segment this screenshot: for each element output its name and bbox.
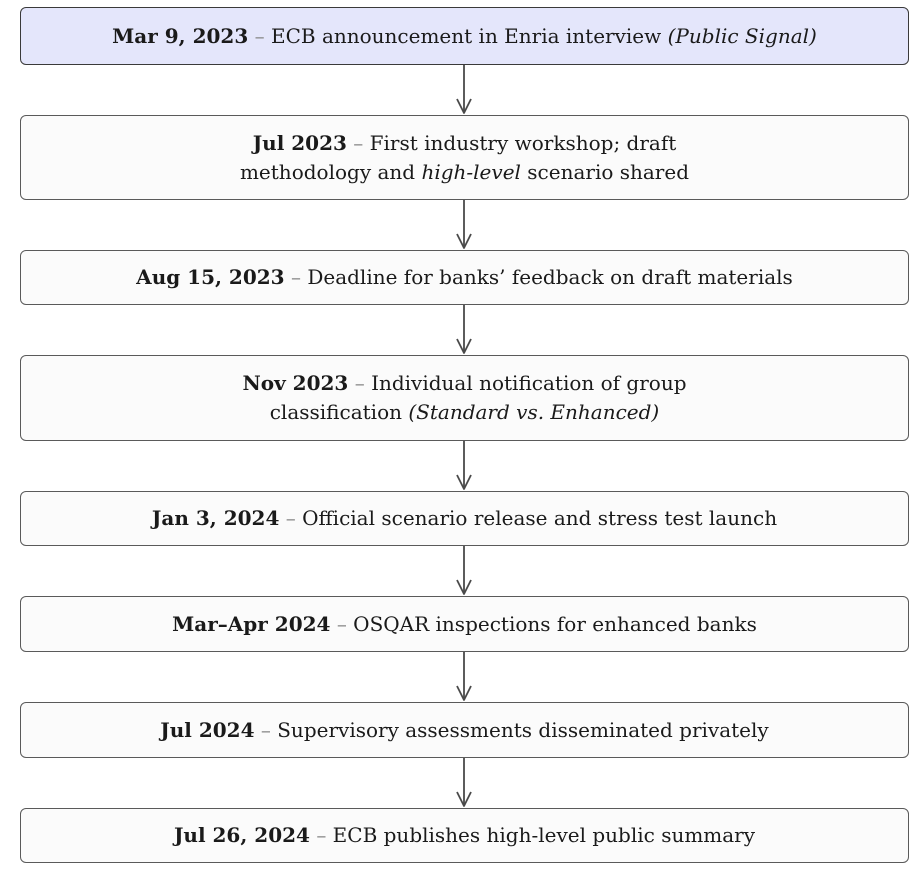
timeline-step-nov-2023: Nov 2023 – Individual notification of gr… (20, 355, 909, 441)
timeline-date: Jan 3, 2024 (151, 506, 280, 530)
timeline-step-line: Mar–Apr 2024 – OSQAR inspections for enh… (172, 610, 757, 639)
timeline-step-text: Mar 9, 2023 – ECB announcement in Enria … (112, 22, 817, 51)
timeline-description-text: methodology and (239, 159, 422, 184)
timeline-emphasis-text: high-level (421, 159, 521, 184)
timeline-step-jul-2023: Jul 2023 – First industry workshop; draf… (20, 115, 909, 200)
timeline-step-line: classification (Standard vs. Enhanced) (242, 398, 686, 427)
timeline-description-text: Official scenario release and stress tes… (302, 506, 778, 530)
down-arrow-icon (454, 200, 474, 250)
timeline-description-text: Deadline for banks’ feedback on draft ma… (307, 265, 793, 289)
timeline-description-text: First industry workshop; draft (369, 130, 677, 155)
down-arrow-icon (454, 441, 474, 491)
timeline-separator: – (353, 130, 364, 155)
timeline-separator: – (336, 611, 347, 636)
timeline-step-text: Aug 15, 2023 – Deadline for banks’ feedb… (136, 263, 793, 292)
timeline-date: Jul 2023 (252, 130, 347, 155)
timeline-date: Jul 2024 (160, 717, 255, 742)
timeline-step-text: Jul 2024 – Supervisory assessments disse… (160, 716, 768, 745)
timeline-separator: – (254, 23, 265, 48)
timeline-step-mar-apr-2024: Mar–Apr 2024 – OSQAR inspections for enh… (20, 596, 909, 652)
timeline-step-line: methodology and high-level scenario shar… (240, 158, 689, 187)
timeline-step-jul-26-2024: Jul 26, 2024 – ECB publishes high-level … (20, 808, 909, 863)
timeline-date: Jul 26, 2024 (173, 823, 310, 847)
timeline-step-text: Jul 2023 – First industry workshop; draf… (240, 129, 689, 187)
timeline-step-line: Aug 15, 2023 – Deadline for banks’ feedb… (136, 263, 793, 292)
timeline-separator: – (260, 717, 271, 742)
timeline-step-line: Jan 3, 2024 – Official scenario release … (152, 504, 777, 533)
timeline-step-line: Jul 2024 – Supervisory assessments disse… (160, 716, 768, 745)
timeline-step-line: Jul 2023 – First industry workshop; draf… (240, 129, 689, 158)
timeline-separator: – (354, 371, 365, 395)
timeline-step-jul-2024: Jul 2024 – Supervisory assessments disse… (20, 702, 909, 758)
timeline-description-text: ECB publishes high-level public summary (332, 823, 756, 847)
timeline-step-aug-2023: Aug 15, 2023 – Deadline for banks’ feedb… (20, 250, 909, 305)
timeline-description-text: scenario shared (520, 159, 690, 184)
down-arrow-icon (454, 305, 474, 355)
down-arrow-icon (454, 758, 474, 808)
timeline-date: Mar 9, 2023 (112, 23, 249, 48)
timeline-description-text: Individual notification of group (371, 371, 687, 395)
timeline-date: Nov 2023 (242, 371, 349, 395)
down-arrow-icon (454, 546, 474, 596)
timeline-description-text: ECB announcement in Enria interview (270, 23, 668, 48)
timeline-step-text: Jan 3, 2024 – Official scenario release … (152, 504, 777, 533)
down-arrow-icon (454, 652, 474, 702)
down-arrow-icon (454, 65, 474, 115)
timeline-emphasis-text: (Standard vs. Enhanced) (408, 400, 660, 424)
timeline-step-mar-2023: Mar 9, 2023 – ECB announcement in Enria … (20, 7, 909, 65)
timeline-step-text: Mar–Apr 2024 – OSQAR inspections for enh… (172, 610, 757, 639)
timeline-step-line: Mar 9, 2023 – ECB announcement in Enria … (112, 22, 817, 51)
timeline-step-text: Nov 2023 – Individual notification of gr… (242, 369, 686, 427)
timeline-emphasis-text: (Public Signal) (667, 23, 817, 48)
timeline-step-text: Jul 26, 2024 – ECB publishes high-level … (174, 821, 755, 850)
timeline-description-text: classification (269, 400, 409, 424)
timeline-description-text: Supervisory assessments disseminated pri… (277, 717, 769, 742)
timeline-step-jan-2024: Jan 3, 2024 – Official scenario release … (20, 491, 909, 546)
timeline-separator: – (285, 506, 296, 530)
timeline-date: Aug 15, 2023 (136, 265, 285, 289)
timeline-separator: – (290, 265, 301, 289)
timeline-step-line: Jul 26, 2024 – ECB publishes high-level … (174, 821, 755, 850)
timeline-separator: – (316, 823, 327, 847)
timeline-step-line: Nov 2023 – Individual notification of gr… (242, 369, 686, 398)
timeline-description-text: OSQAR inspections for enhanced banks (353, 611, 757, 636)
timeline-date: Mar–Apr 2024 (172, 611, 331, 636)
